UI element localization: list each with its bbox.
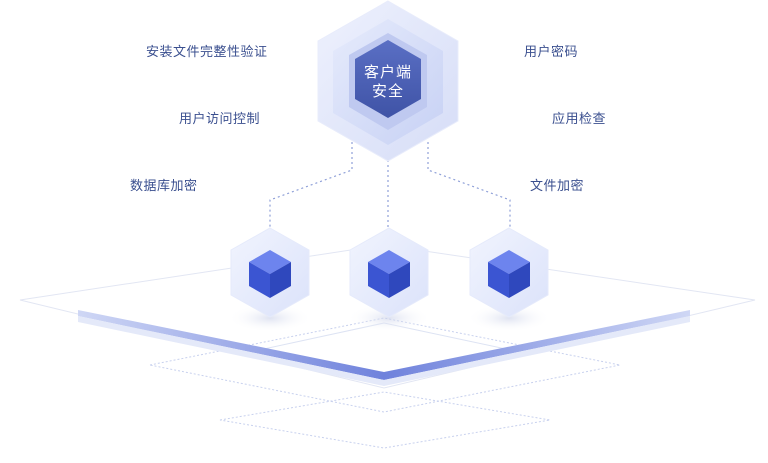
feature-install-integrity: 安装文件完整性验证 — [146, 45, 268, 60]
feature-db-encryption: 数据库加密 — [130, 179, 198, 194]
feature-app-check: 应用检查 — [552, 112, 607, 127]
feature-file-encryption: 文件加密 — [530, 179, 585, 194]
connector-lines — [269, 142, 511, 235]
node-cube-right — [467, 227, 551, 332]
hub-title: 客户端 安全 — [348, 63, 428, 101]
hub-title-line2: 安全 — [371, 82, 404, 100]
feature-access-control: 用户访问控制 — [179, 112, 261, 127]
hub-hexagon — [317, 0, 459, 162]
node-cube-left — [228, 227, 312, 332]
node-cube-center — [347, 227, 431, 332]
feature-user-password: 用户密码 — [524, 45, 579, 60]
hub-title-line1: 客户端 — [363, 63, 412, 81]
